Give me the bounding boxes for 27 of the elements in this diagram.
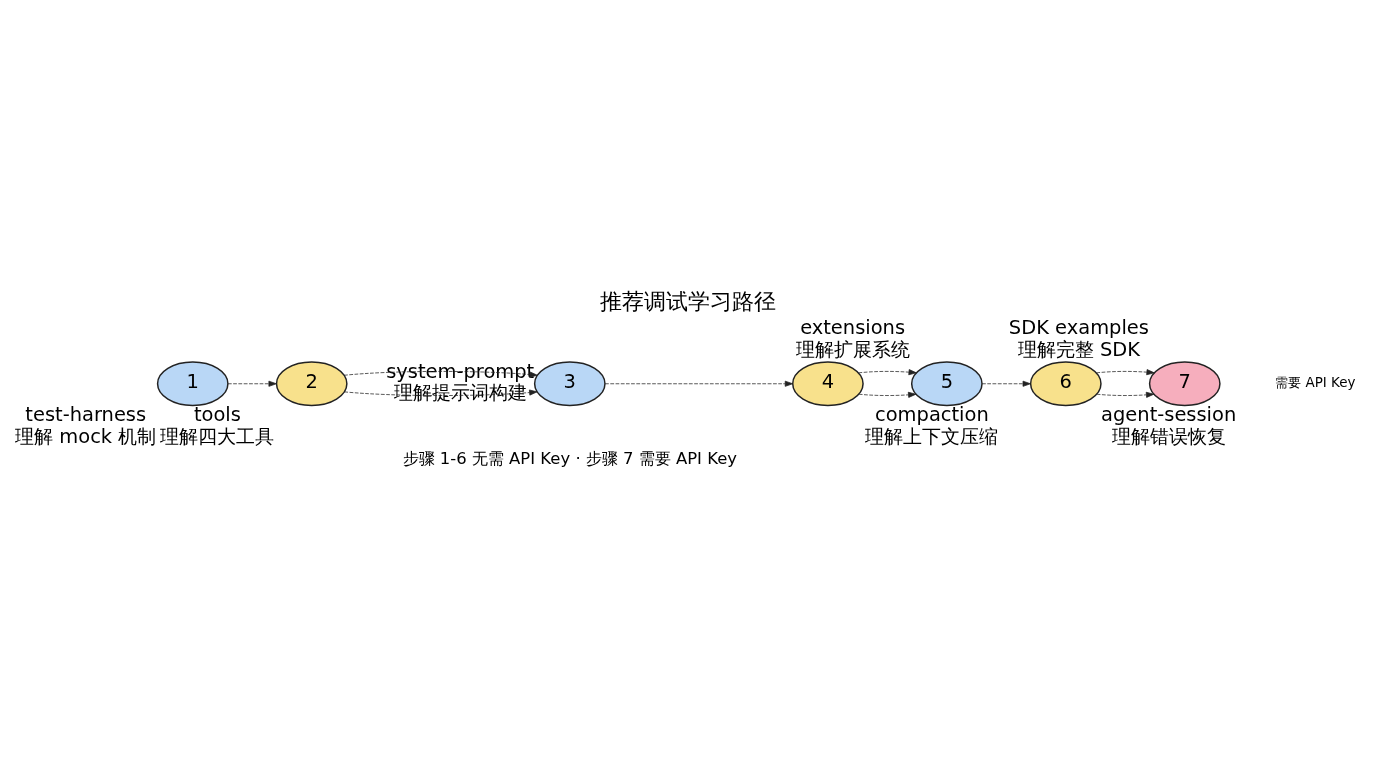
node-label: SDK examples bbox=[1008, 315, 1149, 339]
node-label: 理解完整 SDK bbox=[1017, 337, 1141, 361]
node-ellipse: 4 bbox=[792, 360, 864, 406]
arrow bbox=[858, 368, 917, 375]
arrow bbox=[344, 389, 538, 396]
arrow bbox=[1096, 368, 1155, 375]
node-ellipse: 2 bbox=[275, 360, 348, 406]
node-label: extensions bbox=[800, 315, 906, 339]
diagram-title: 推荐调试学习路径 bbox=[600, 287, 776, 314]
arrow bbox=[227, 380, 277, 387]
label: 需要 API Key bbox=[1275, 374, 1356, 390]
arrow bbox=[1096, 391, 1155, 398]
node-label: 理解四大工具 bbox=[160, 424, 275, 448]
arrow bbox=[981, 380, 1031, 387]
node-ellipse: 3 bbox=[533, 360, 606, 406]
arrow bbox=[343, 370, 538, 378]
node-ellipse: 1 bbox=[156, 360, 229, 406]
node-ellipse: 6 bbox=[1029, 360, 1102, 406]
node-label: test-harness bbox=[25, 402, 147, 426]
node-label: 理解错误恢复 bbox=[1111, 424, 1226, 448]
node-label: system-prompt bbox=[386, 359, 535, 383]
node-label: 理解 mock 机制 bbox=[15, 424, 157, 448]
node-label: 理解扩展系统 bbox=[795, 337, 910, 361]
arrow bbox=[858, 391, 917, 398]
arrow bbox=[604, 380, 794, 387]
caption: 步骤 1-6 无需 API Key · 步骤 7 需要 API Key bbox=[402, 448, 737, 467]
node-label: 理解上下文压缩 bbox=[865, 424, 999, 448]
